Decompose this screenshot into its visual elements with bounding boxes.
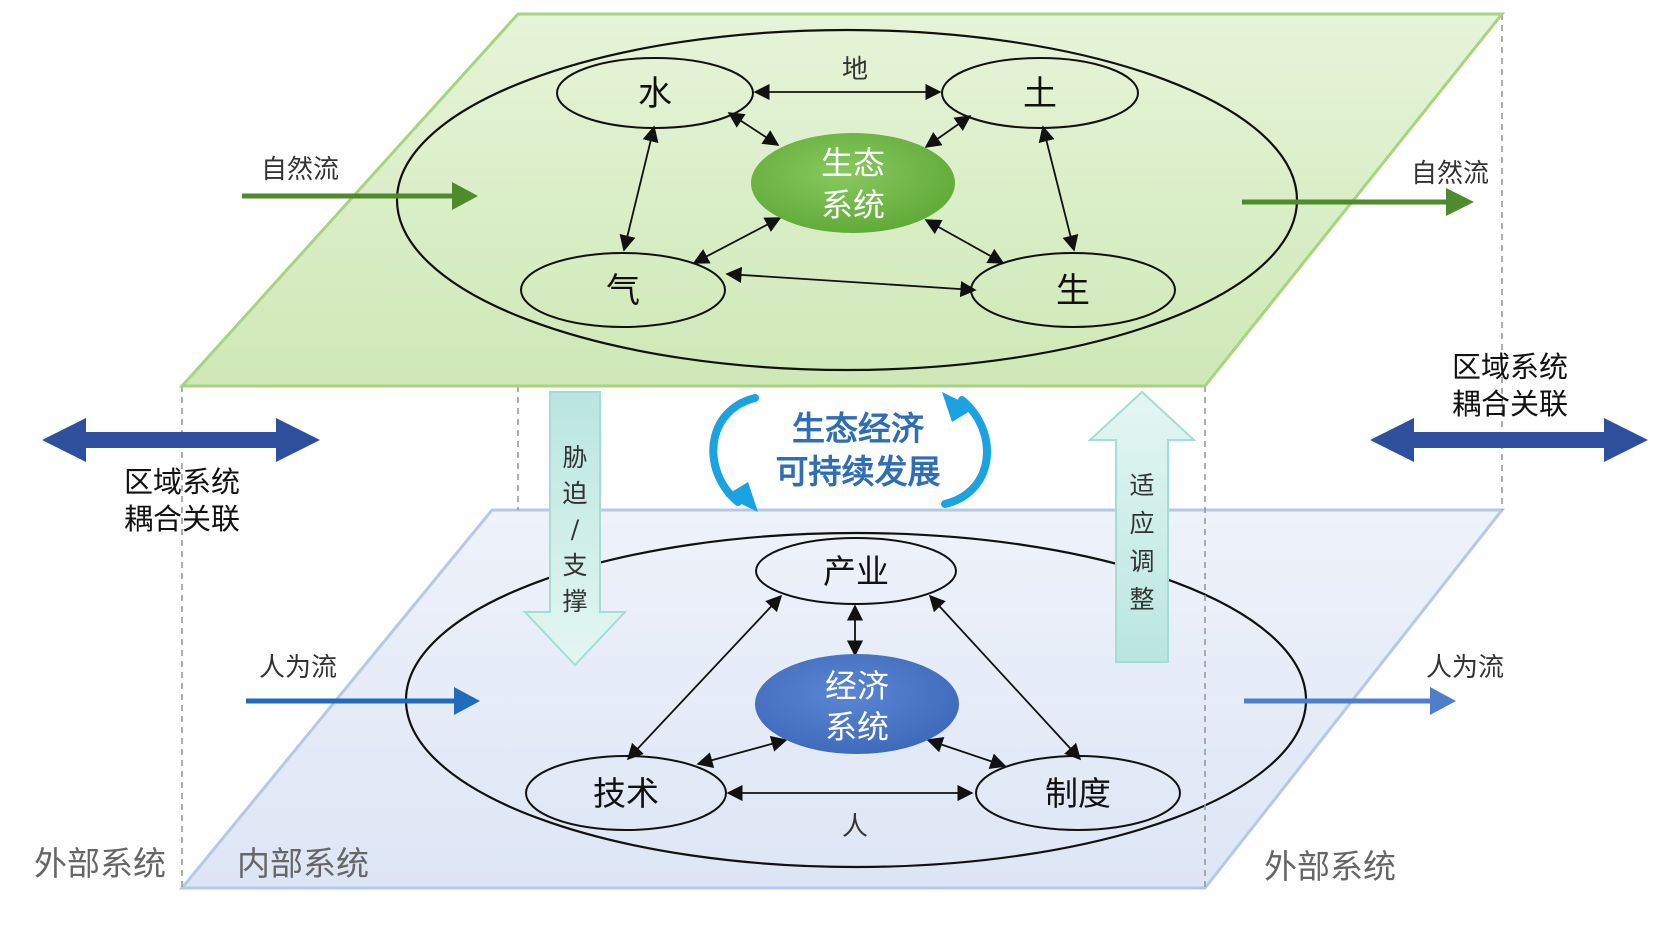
natural-flows: 自然流 自然流 — [242, 155, 1489, 216]
coupling-right-line2: 耦合关联 — [1452, 387, 1568, 421]
node-institution: 制度 — [975, 755, 1181, 831]
ecology-nodes: 水 土 气 生 地 生态 系统 — [520, 55, 1176, 328]
stress-support-char: 撑 — [562, 587, 587, 616]
node-soil: 土 — [941, 57, 1139, 129]
adaptation-char: 整 — [1129, 585, 1154, 614]
coupling-arrow-left: 区域系统 耦合关联 — [42, 418, 320, 536]
ecosystem-core-line1: 生态 — [821, 144, 885, 182]
node-life-label: 生 — [1056, 271, 1090, 311]
natural-flow-in-label: 自然流 — [261, 155, 339, 185]
node-industry: 产业 — [755, 537, 957, 605]
node-life: 生 — [970, 252, 1176, 328]
stress-support-char: 胁 — [562, 443, 587, 472]
ecology-relations — [619, 83, 1079, 298]
coupling-right-line1: 区域系统 — [1452, 350, 1568, 384]
node-industry-label: 产业 — [823, 552, 889, 591]
edge-label-earth: 地 — [842, 55, 868, 85]
external-system-right-label: 外部系统 — [1264, 847, 1396, 886]
economy-nodes: 产业 技术 制度 人 经济 系统 — [525, 537, 1181, 842]
node-air-label: 气 — [606, 271, 640, 311]
ecosystem-core: 生态 系统 — [751, 133, 955, 233]
human-flow-out-label: 人为流 — [1426, 653, 1504, 683]
node-water-label: 水 — [638, 74, 672, 114]
human-flows: 人为流 人为流 — [246, 653, 1504, 715]
coupling-arrow-right: 区域系统 耦合关联 — [1370, 350, 1648, 462]
stress-support-arrow: 胁迫 / 支撑 — [522, 391, 628, 667]
center-label-line1: 生态经济 — [792, 409, 925, 448]
node-technology-label: 技术 — [593, 774, 659, 813]
node-technology: 技术 — [525, 755, 727, 831]
system-labels: 外部系统 内部系统 外部系统 — [34, 844, 1396, 886]
cycle-arrowhead-left — [725, 482, 758, 512]
adaptation-char: 应 — [1129, 509, 1154, 538]
economy-core: 经济 系统 — [755, 654, 959, 754]
sustainability-cycle: 生态经济 可持续发展 — [709, 392, 991, 512]
coupling-left-line1: 区域系统 — [124, 465, 240, 499]
ecosystem-core-line2: 系统 — [821, 186, 885, 224]
node-soil-label: 土 — [1023, 74, 1057, 114]
internal-system-label: 内部系统 — [237, 844, 369, 883]
adaptation-char: 调 — [1129, 547, 1154, 576]
external-system-left-label: 外部系统 — [34, 844, 166, 883]
node-water: 水 — [556, 57, 754, 129]
center-label-line2: 可持续发展 — [776, 452, 941, 491]
cycle-arrowhead-right — [942, 392, 975, 422]
economy-core-line1: 经济 — [825, 667, 889, 705]
adaptation-char: 适 — [1129, 471, 1154, 500]
stress-support-label: 胁迫 / 支撑 — [562, 443, 587, 616]
economy-core-line2: 系统 — [825, 708, 889, 746]
edge-label-people: 人 — [842, 812, 868, 842]
economy-relations — [626, 594, 1082, 802]
node-air: 气 — [520, 252, 726, 328]
human-flow-in-label: 人为流 — [259, 653, 337, 683]
coupling-left-line2: 耦合关联 — [124, 502, 240, 536]
node-institution-label: 制度 — [1045, 774, 1111, 813]
system-box-dashed-lines — [181, 14, 1503, 888]
stress-support-char: / — [571, 515, 580, 544]
stress-support-char: 支 — [562, 551, 587, 580]
stress-support-char: 迫 — [562, 479, 587, 508]
natural-flow-out-label: 自然流 — [1411, 159, 1489, 189]
